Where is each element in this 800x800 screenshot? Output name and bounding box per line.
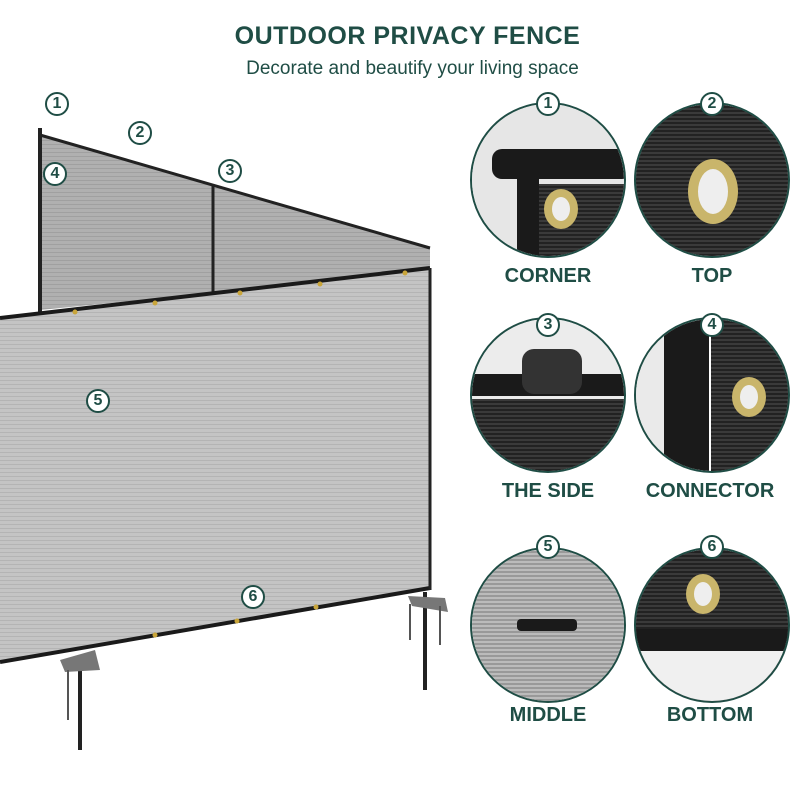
fence-illustration xyxy=(0,128,448,750)
post xyxy=(664,319,709,471)
fence-marker-2: 2 xyxy=(128,121,152,145)
detail-badge-3: 3 xyxy=(536,313,560,337)
grommets xyxy=(72,270,408,638)
detail-image-top xyxy=(634,102,790,258)
grommet xyxy=(313,604,319,610)
detail-image-middle xyxy=(470,547,626,703)
grommet xyxy=(237,290,243,296)
connector xyxy=(522,349,582,394)
page-subtitle: Decorate and beautify your living space xyxy=(246,58,579,79)
detail-label-top: TOP xyxy=(691,265,733,287)
detail-badge-1: 1 xyxy=(536,92,560,116)
detail-image-bottom xyxy=(634,547,790,703)
detail-image-connector xyxy=(634,317,790,473)
detail-image-side xyxy=(470,317,626,473)
mesh xyxy=(711,319,788,471)
grommet xyxy=(402,270,408,276)
fence-marker-5: 5 xyxy=(86,389,110,413)
back-top-rail xyxy=(39,133,431,250)
front-top-rail xyxy=(0,266,431,320)
grommet xyxy=(152,632,158,638)
corner-connector xyxy=(492,149,624,179)
grommet xyxy=(72,309,78,315)
detail-badge-5: 5 xyxy=(536,535,560,559)
fence-marker-3: 3 xyxy=(218,159,242,183)
grommet xyxy=(688,159,738,224)
grommet xyxy=(544,189,578,229)
right-foot-plate xyxy=(408,596,448,612)
fence-marker-6: 6 xyxy=(241,585,265,609)
detail-badge-4: 4 xyxy=(700,313,724,337)
detail-label-middle: MIDDLE xyxy=(509,704,587,726)
grommet xyxy=(732,377,766,417)
grommet xyxy=(234,618,240,624)
grommet xyxy=(317,281,323,287)
front-bottom-rail xyxy=(0,586,431,664)
rail xyxy=(636,629,788,651)
detail-image-corner xyxy=(470,102,626,258)
background xyxy=(636,649,788,701)
left-foot-plate xyxy=(60,650,100,672)
mesh xyxy=(472,399,624,471)
zip-tie xyxy=(517,619,577,631)
fence-marker-4: 4 xyxy=(43,162,67,186)
back-panel xyxy=(40,135,430,310)
detail-badge-2: 2 xyxy=(700,92,724,116)
grommet xyxy=(152,300,158,306)
fence-marker-1: 1 xyxy=(45,92,69,116)
detail-label-connector: CONNECTOR xyxy=(645,480,775,502)
page-title: OUTDOOR PRIVACY FENCE xyxy=(234,22,581,50)
post xyxy=(517,164,539,256)
grommet xyxy=(686,574,720,614)
front-panel xyxy=(0,268,430,662)
mesh xyxy=(532,184,624,256)
detail-badge-6: 6 xyxy=(700,535,724,559)
detail-label-side: THE SIDE xyxy=(501,480,595,502)
detail-label-corner: CORNER xyxy=(504,265,592,287)
detail-label-bottom: BOTTOM xyxy=(666,704,754,726)
